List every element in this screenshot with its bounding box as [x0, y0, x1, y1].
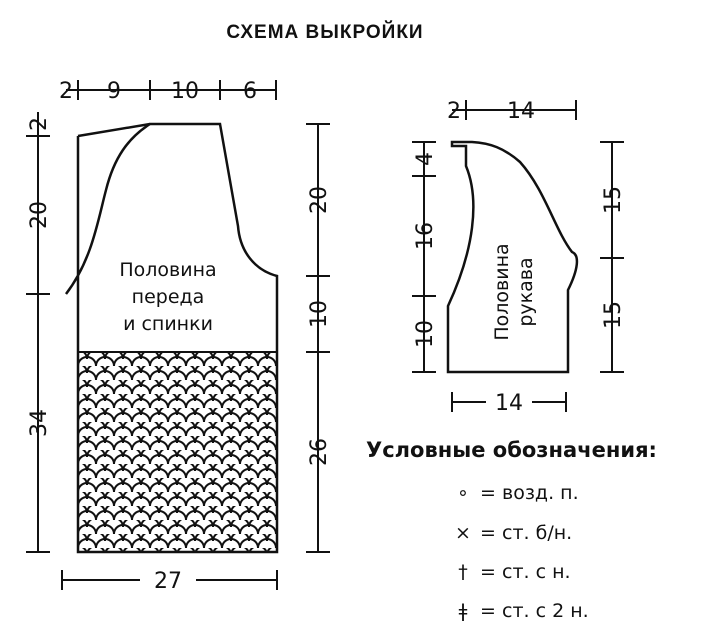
- legend-item: † = ст. с н.: [452, 561, 571, 583]
- sleeve-right-dim-2: 15: [601, 301, 626, 329]
- legend-item: ǂ = ст. с 2 н.: [452, 600, 589, 622]
- sleeve-bottom-dimension: [451, 392, 567, 412]
- body-label-line-3: и спинки: [123, 313, 213, 335]
- body-left-dim-2: 20: [27, 201, 52, 229]
- diagram-title: СХЕМА ВЫКРОЙКИ: [226, 22, 424, 43]
- sleeve-label-line-2: рукава: [515, 257, 537, 326]
- body-right-dim-3: 26: [307, 438, 332, 466]
- sleeve-left-dimension: [412, 141, 436, 373]
- sleeve-outline: [446, 140, 579, 374]
- body-right-dim-1: 20: [307, 186, 332, 214]
- legend-text: = ст. б/н.: [480, 522, 573, 544]
- body-top-dim-4: 6: [243, 79, 257, 104]
- sleeve-left-dim-1: 4: [413, 152, 438, 166]
- legend-text: = ст. с н.: [480, 561, 571, 583]
- sleeve-top-dimension: [452, 100, 577, 120]
- sleeve-left-dim-3: 10: [413, 320, 438, 348]
- stitch-tr-icon: ǂ: [458, 600, 468, 622]
- body-outline: [65, 122, 279, 554]
- sleeve-right-dim-1: 15: [601, 186, 626, 214]
- body-bottom-dim: 27: [154, 569, 182, 594]
- body-top-dim-1: 2: [59, 79, 73, 104]
- body-right-dimension: [306, 123, 330, 553]
- sleeve-right-dimension: [600, 141, 624, 373]
- body-left-dimension: [26, 112, 50, 553]
- legend-title: Условные обозначения:: [366, 438, 657, 462]
- body-top-dim-2: 9: [107, 79, 121, 104]
- stitch-dc-icon: †: [458, 561, 468, 583]
- body-bottom-dimension: [61, 570, 278, 590]
- body-left-dim-3: 34: [27, 409, 52, 437]
- body-label-line-2: переда: [132, 286, 205, 308]
- sleeve-top-dim-1: 2: [447, 99, 461, 124]
- body-left-dim-1: 2: [27, 117, 52, 131]
- sleeve-piece: Половина рукава: [446, 140, 579, 374]
- cross-icon: ×: [455, 522, 471, 544]
- sleeve-label-line-1: Половина: [491, 243, 513, 340]
- legend-text: = ст. с 2 н.: [480, 600, 589, 622]
- body-right-dim-2: 10: [307, 300, 332, 328]
- circle-icon: ∘: [457, 482, 469, 504]
- legend-item: ∘ = возд. п.: [452, 482, 579, 504]
- body-top-dim-3: 10: [171, 79, 199, 104]
- sleeve-left-dim-2: 16: [413, 222, 438, 250]
- legend-item: × = ст. б/н.: [452, 522, 572, 544]
- sleeve-top-dim-2: 14: [507, 99, 535, 124]
- body-label-line-1: Половина: [119, 259, 216, 281]
- sleeve-bottom-dim: 14: [495, 391, 523, 416]
- body-top-dimension: [66, 80, 277, 100]
- legend-text: = возд. п.: [480, 482, 579, 504]
- body-piece: Половина переда и спинки: [65, 122, 279, 554]
- mesh-pattern-area: [78, 352, 277, 552]
